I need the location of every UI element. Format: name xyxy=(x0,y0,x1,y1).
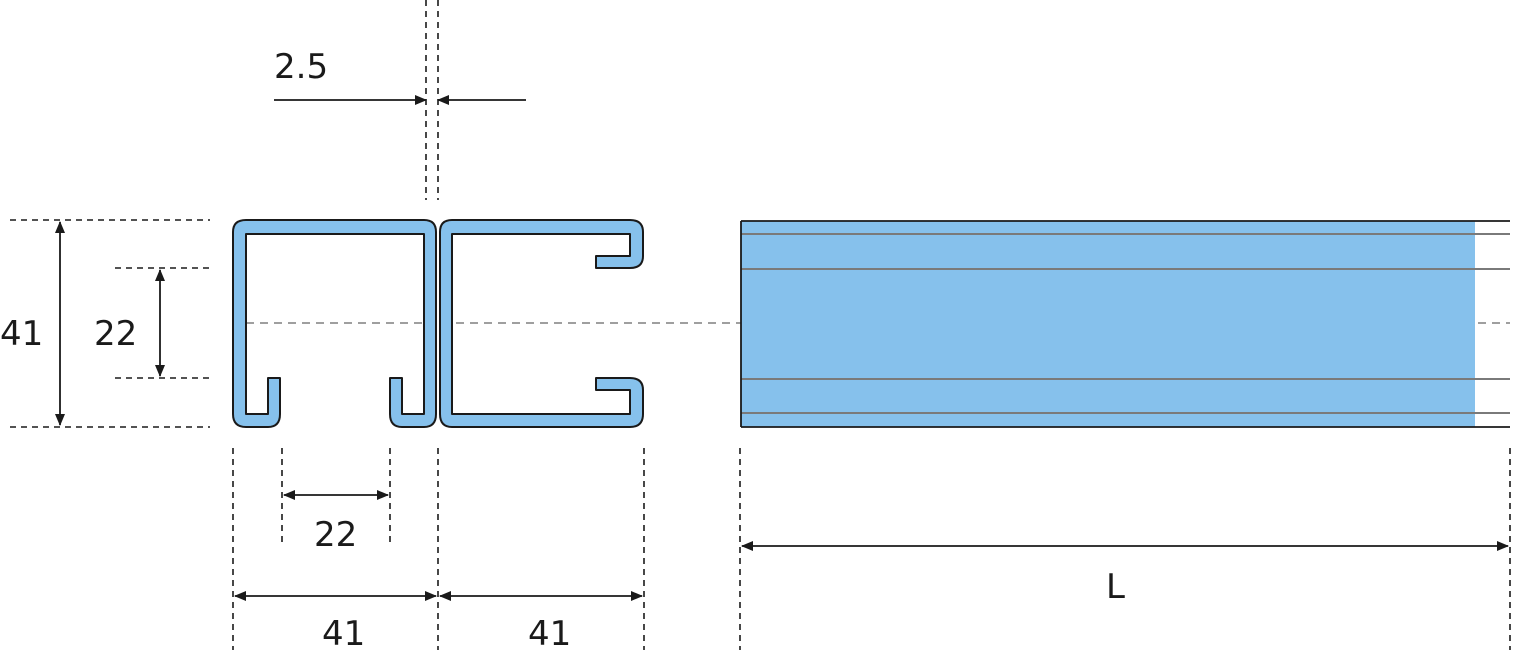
channel-side-view xyxy=(740,220,1510,428)
left-channel-profile xyxy=(232,219,437,428)
thickness-label: 2.5 xyxy=(274,47,328,87)
thickness-extension-lines xyxy=(425,0,439,200)
slot-opening-dimension: 22 xyxy=(283,490,389,555)
width-right-label: 41 xyxy=(528,614,571,654)
width-left-label: 41 xyxy=(322,614,365,654)
right-channel-profile xyxy=(439,219,644,428)
length-dimension: L xyxy=(741,541,1509,607)
height-extension-lines xyxy=(10,219,210,428)
slot-opening-label: 22 xyxy=(314,515,357,555)
overall-height-label: 41 xyxy=(0,314,43,354)
width-right-dimension: 41 xyxy=(439,591,643,654)
width-extension-lines xyxy=(232,448,1511,650)
overall-height-dimension: 41 xyxy=(0,221,65,426)
slot-height-dimension: 22 xyxy=(94,269,165,377)
width-left-dimension: 41 xyxy=(234,591,437,654)
length-label: L xyxy=(1106,567,1125,607)
thickness-dimension: 2.5 xyxy=(274,47,526,105)
slot-height-label: 22 xyxy=(94,314,137,354)
